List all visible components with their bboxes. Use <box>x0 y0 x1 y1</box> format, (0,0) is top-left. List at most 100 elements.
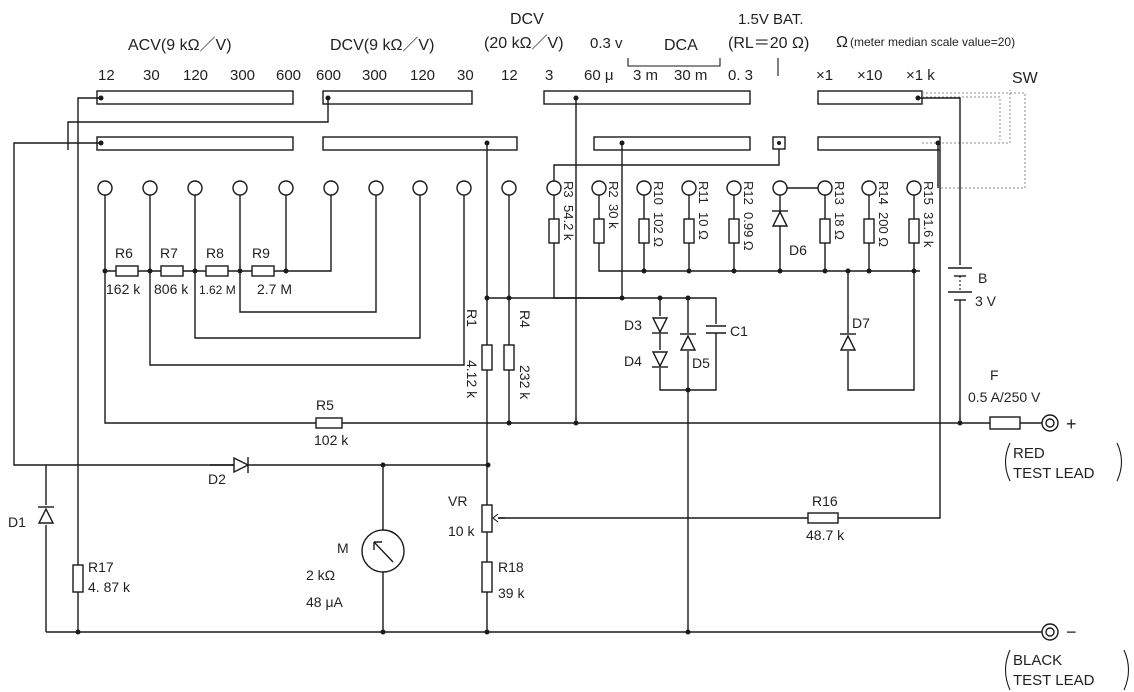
label-r3: R3 <box>561 181 576 198</box>
diode-d4 <box>651 351 669 368</box>
label-r16: R16 <box>812 493 838 509</box>
value-r12: 0.99 Ω <box>741 212 756 251</box>
contact-9 <box>456 180 472 196</box>
resistor-r15 <box>908 218 920 244</box>
label-c1: C1 <box>730 323 748 339</box>
label-d4: D4 <box>624 353 642 369</box>
bat-title: 1.5V BAT. <box>738 11 804 28</box>
label-r13: R13 <box>832 181 847 205</box>
sw-link-1 <box>922 92 1026 189</box>
contact-2 <box>142 180 158 196</box>
contact-4 <box>232 180 248 196</box>
resistor-r12 <box>728 218 740 244</box>
label-meter: M <box>337 540 349 556</box>
sw-link-3 <box>922 96 1001 140</box>
lead-labels: RED TEST LEAD BLACK TEST LEAD <box>1004 442 1130 691</box>
value-r18: 39 k <box>498 585 525 601</box>
variable-resistor-vr <box>481 504 493 533</box>
resistor-r14 <box>863 218 875 244</box>
acv-range-30: 30 <box>143 67 160 84</box>
resistor-r4 <box>503 344 515 371</box>
label-d6: D6 <box>789 242 807 258</box>
label-r8: R8 <box>206 245 224 261</box>
dca-range-30m: 30 m <box>674 67 707 84</box>
acv-title: ACV(9 kΩ／V) <box>128 37 232 54</box>
resistors <box>72 218 920 593</box>
resistor-r2 <box>593 218 605 244</box>
dca-title: DCA <box>664 37 698 54</box>
acv-range-120: 120 <box>183 67 208 84</box>
vr-wiper-arrow <box>492 513 499 523</box>
fuse-f <box>989 416 1021 430</box>
value-r6: 162 k <box>106 281 141 297</box>
diode-d5 <box>679 334 697 351</box>
range-labels: 12 30 120 300 600 600 300 120 30 12 3 60… <box>98 67 935 84</box>
contact-6 <box>323 180 339 196</box>
value-battery: 3 V <box>975 293 997 309</box>
component-labels: R6 162 k R7 806 k R8 1.62 M R9 2.7 M R3 … <box>8 181 1041 610</box>
resistor-r18 <box>481 561 493 593</box>
label-r17: R17 <box>88 559 114 575</box>
label-vr: VR <box>448 493 467 509</box>
switch-deck-lower-2 <box>322 136 518 151</box>
sw-label: SW <box>1012 70 1039 87</box>
wires <box>13 95 1042 635</box>
value-r14: 200 Ω <box>876 212 891 247</box>
value-r13: 18 Ω <box>832 212 847 240</box>
label-r14: R14 <box>876 181 891 205</box>
label-r7: R7 <box>160 245 178 261</box>
value-r5: 102 k <box>314 432 349 448</box>
value-r2: 30 k <box>606 204 621 229</box>
contact-18 <box>861 180 877 196</box>
black-terminal-sign: − <box>1066 622 1077 642</box>
dca-bracket <box>627 58 721 67</box>
label-fuse: F <box>990 367 999 383</box>
contact-16 <box>772 180 788 196</box>
diode-d7 <box>839 334 857 351</box>
label-d2: D2 <box>208 471 226 487</box>
switch-deck-lower-4 <box>817 136 941 151</box>
label-r6: R6 <box>115 245 133 261</box>
diode-d2 <box>233 456 250 474</box>
label-r11: R11 <box>696 181 711 204</box>
resistor-r1 <box>481 344 493 371</box>
contact-10 <box>501 180 517 196</box>
red-terminal[interactable]: + <box>1041 414 1077 434</box>
value-vr: 10 k <box>448 523 475 539</box>
black-terminal[interactable]: − <box>1041 622 1077 642</box>
value-r1: 4.12 k <box>464 360 480 399</box>
dcv2-title: DCV <box>510 11 544 28</box>
value-r9: 2.7 M <box>257 281 292 297</box>
diode-d6 <box>771 210 789 227</box>
ohm-range-x1k: ×1 k <box>906 67 935 84</box>
acv-range-12: 12 <box>98 67 115 84</box>
dcv-range-120: 120 <box>410 67 435 84</box>
contact-8 <box>412 180 428 196</box>
dcv2-sub: (20 kΩ／V) <box>484 35 564 52</box>
value-meter-resistance: 2 kΩ <box>306 567 335 583</box>
label-d5: D5 <box>692 355 710 371</box>
resistor-r3 <box>548 218 560 244</box>
diode-d3 <box>651 317 669 334</box>
capacitor-c1 <box>706 325 726 345</box>
ohm-title: Ω <box>836 34 848 51</box>
label-r2: R2 <box>606 181 621 198</box>
dcv-title: DCV(9 kΩ／V) <box>330 37 434 54</box>
label-d3: D3 <box>624 317 642 333</box>
red-lead-label-2: TEST LEAD <box>1013 465 1095 482</box>
value-r17: 4. 87 k <box>88 579 131 595</box>
switch-contacts <box>97 180 922 196</box>
sw-link-2 <box>922 90 1011 144</box>
contact-14 <box>681 180 697 196</box>
dcv2-range: 0.3 v <box>590 35 623 52</box>
switch-deck-dcv <box>322 90 473 105</box>
value-r11: 10 Ω <box>696 212 711 240</box>
contact-17 <box>817 180 833 196</box>
switch-deck-lower-3 <box>593 136 751 151</box>
dcv-range-30: 30 <box>457 67 474 84</box>
value-r8: 1.62 M <box>199 283 236 297</box>
value-fuse: 0.5 A/250 V <box>968 389 1041 405</box>
resistor-r7 <box>160 265 184 277</box>
value-r15: 31.6 k <box>921 212 936 248</box>
